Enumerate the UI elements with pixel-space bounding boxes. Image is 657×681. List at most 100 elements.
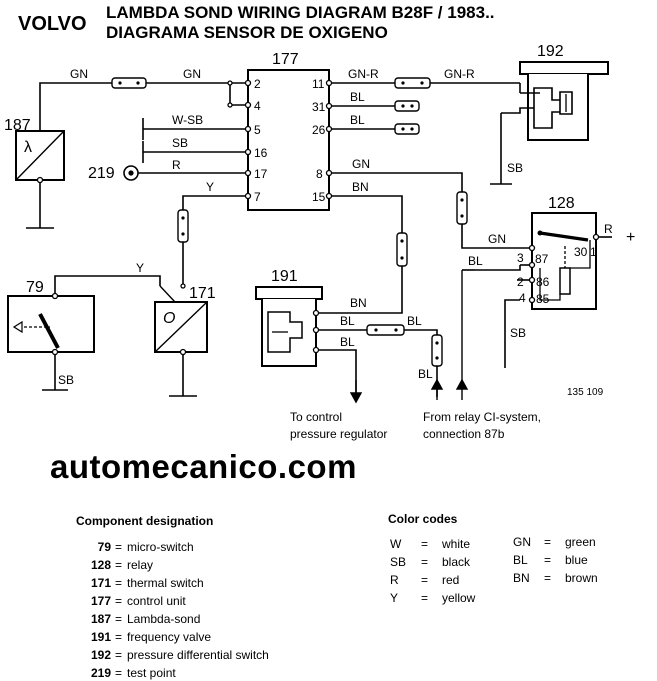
wire-w-sb: W-SB (172, 113, 203, 127)
legend-eq: = (115, 612, 122, 626)
figure-number: 135 109 (567, 387, 604, 398)
legend-num-177: 177 (91, 594, 111, 608)
pin-177-7: 7 (254, 190, 261, 204)
legend-desc-191: frequency valve (127, 630, 211, 644)
wire-sb-192: SB (507, 161, 523, 175)
component-177-label: 177 (272, 51, 299, 68)
legend-eq: = (115, 666, 122, 680)
lambda-symbol: λ (24, 139, 32, 156)
color-name-white: white (441, 537, 470, 551)
signal-arrows (351, 270, 467, 402)
wire-bn-15: BN (352, 180, 369, 194)
color-code-sb: SB (390, 555, 406, 569)
legend-eq: = (544, 571, 551, 585)
legend-eq: = (544, 535, 551, 549)
wire-gn-1: GN (70, 67, 88, 81)
legend-desc-192: pressure differential switch (127, 648, 269, 662)
legend-eq: = (115, 558, 122, 572)
wire-sb-16: SB (172, 136, 188, 150)
note-to-control-2: pressure regulator (290, 427, 387, 441)
pins-177-right: 11 31 26 8 15 (312, 77, 326, 204)
pin-177-17: 17 (254, 167, 268, 181)
component-legend: Component designation 79 = micro-switch … (76, 514, 269, 680)
legend-eq: = (421, 573, 428, 587)
color-code-w: W (390, 537, 402, 551)
relay-pin-1: 1 (590, 245, 597, 259)
legend-eq: = (421, 537, 428, 551)
component-191-label: 191 (271, 268, 298, 285)
frequency-valve-191: 191 (256, 268, 322, 366)
component-219-label: 219 (88, 165, 115, 182)
wire-gn-128: GN (488, 232, 506, 246)
relay-pin-3: 3 (517, 251, 524, 265)
wire-labels: GN GN GN-R GN-R BL BL W-SB SB R GN BN Y … (58, 67, 635, 387)
relay-pin-4: 4 (519, 291, 526, 305)
color-name-red: red (442, 573, 459, 587)
pins-177-left: 2 4 5 16 17 7 (254, 77, 268, 204)
legend-eq: = (421, 555, 428, 569)
color-code-y: Y (390, 591, 398, 605)
wire-y-7: Y (206, 180, 214, 194)
legend-num-219: 219 (91, 666, 111, 680)
diagram-subtitle: DIAGRAMA SENSOR DE OXIGENO (106, 23, 388, 42)
legend-eq: = (115, 540, 122, 554)
color-code-r: R (390, 573, 399, 587)
wire-bl-191-c: BL (340, 335, 355, 349)
color-name-blue: blue (565, 553, 588, 567)
micro-switch-79: 79 (8, 279, 94, 355)
pin-177-8: 8 (316, 167, 323, 181)
relay-128: 128 3 87 2 86 4 85 30 1 (517, 195, 599, 309)
legend-num-79: 79 (98, 540, 112, 554)
note-from-relay-2: connection 87b (423, 427, 505, 441)
relay-pin-30: 30 (574, 245, 588, 259)
lambda-sond-187: 187 λ (4, 117, 64, 183)
test-point-219: 219 (88, 165, 138, 182)
relay-pin-2: 2 (517, 275, 524, 289)
pin-177-31: 31 (312, 100, 326, 114)
note-to-control-1: To control (290, 410, 342, 424)
wire-gn-2: GN (183, 67, 201, 81)
wire-gn-8: GN (352, 157, 370, 171)
pin-177-16: 16 (254, 146, 268, 160)
site-watermark: automecanico.com (50, 448, 357, 485)
pin-177-2: 2 (254, 77, 261, 91)
legend-desc-187: Lambda-sond (127, 612, 200, 626)
control-unit-177: 177 2 4 5 16 17 7 11 31 26 8 15 (228, 51, 332, 210)
brand-title: VOLVO (18, 13, 87, 35)
wire-y-79: Y (136, 261, 144, 275)
wire-bl-191-a: BL (340, 314, 355, 328)
diagram-title: LAMBDA SOND WIRING DIAGRAM B28F / 1983.. (106, 3, 495, 22)
color-code-gn: GN (513, 535, 531, 549)
legend-num-187: 187 (91, 612, 111, 626)
legend-num-128: 128 (91, 558, 111, 572)
legend-num-191: 191 (91, 630, 111, 644)
wire-bl-26: BL (350, 113, 365, 127)
color-name-black: black (442, 555, 471, 569)
color-code-bn: BN (513, 571, 530, 585)
wire-connectors (112, 78, 467, 366)
color-name-green: green (565, 535, 596, 549)
note-from-relay-1: From relay CI-system, (423, 410, 541, 424)
thermal-switch-symbol: O (163, 310, 175, 327)
pin-177-4: 4 (254, 99, 261, 113)
color-legend-heading: Color codes (388, 512, 458, 526)
legend-eq: = (115, 594, 122, 608)
legend-desc-219: test point (127, 666, 176, 680)
legend-num-192: 192 (91, 648, 111, 662)
wire-r-128: R (604, 222, 613, 236)
color-name-brown: brown (565, 571, 598, 585)
wire-sb-79: SB (58, 373, 74, 387)
component-187-label: 187 (4, 117, 31, 134)
legend-eq: = (115, 576, 122, 590)
color-legend: Color codes W = white SB = black R = red… (388, 512, 598, 605)
component-128-label: 128 (548, 195, 575, 212)
color-name-yellow: yellow (442, 591, 476, 605)
pin-177-26: 26 (312, 123, 326, 137)
legend-eq: = (115, 630, 122, 644)
pin-177-15: 15 (312, 190, 326, 204)
wire-bl-31: BL (350, 90, 365, 104)
component-171-label: 171 (189, 285, 216, 302)
wire-sb-128: SB (510, 326, 526, 340)
component-79-label: 79 (26, 279, 44, 296)
wire-plus: + (626, 229, 635, 246)
